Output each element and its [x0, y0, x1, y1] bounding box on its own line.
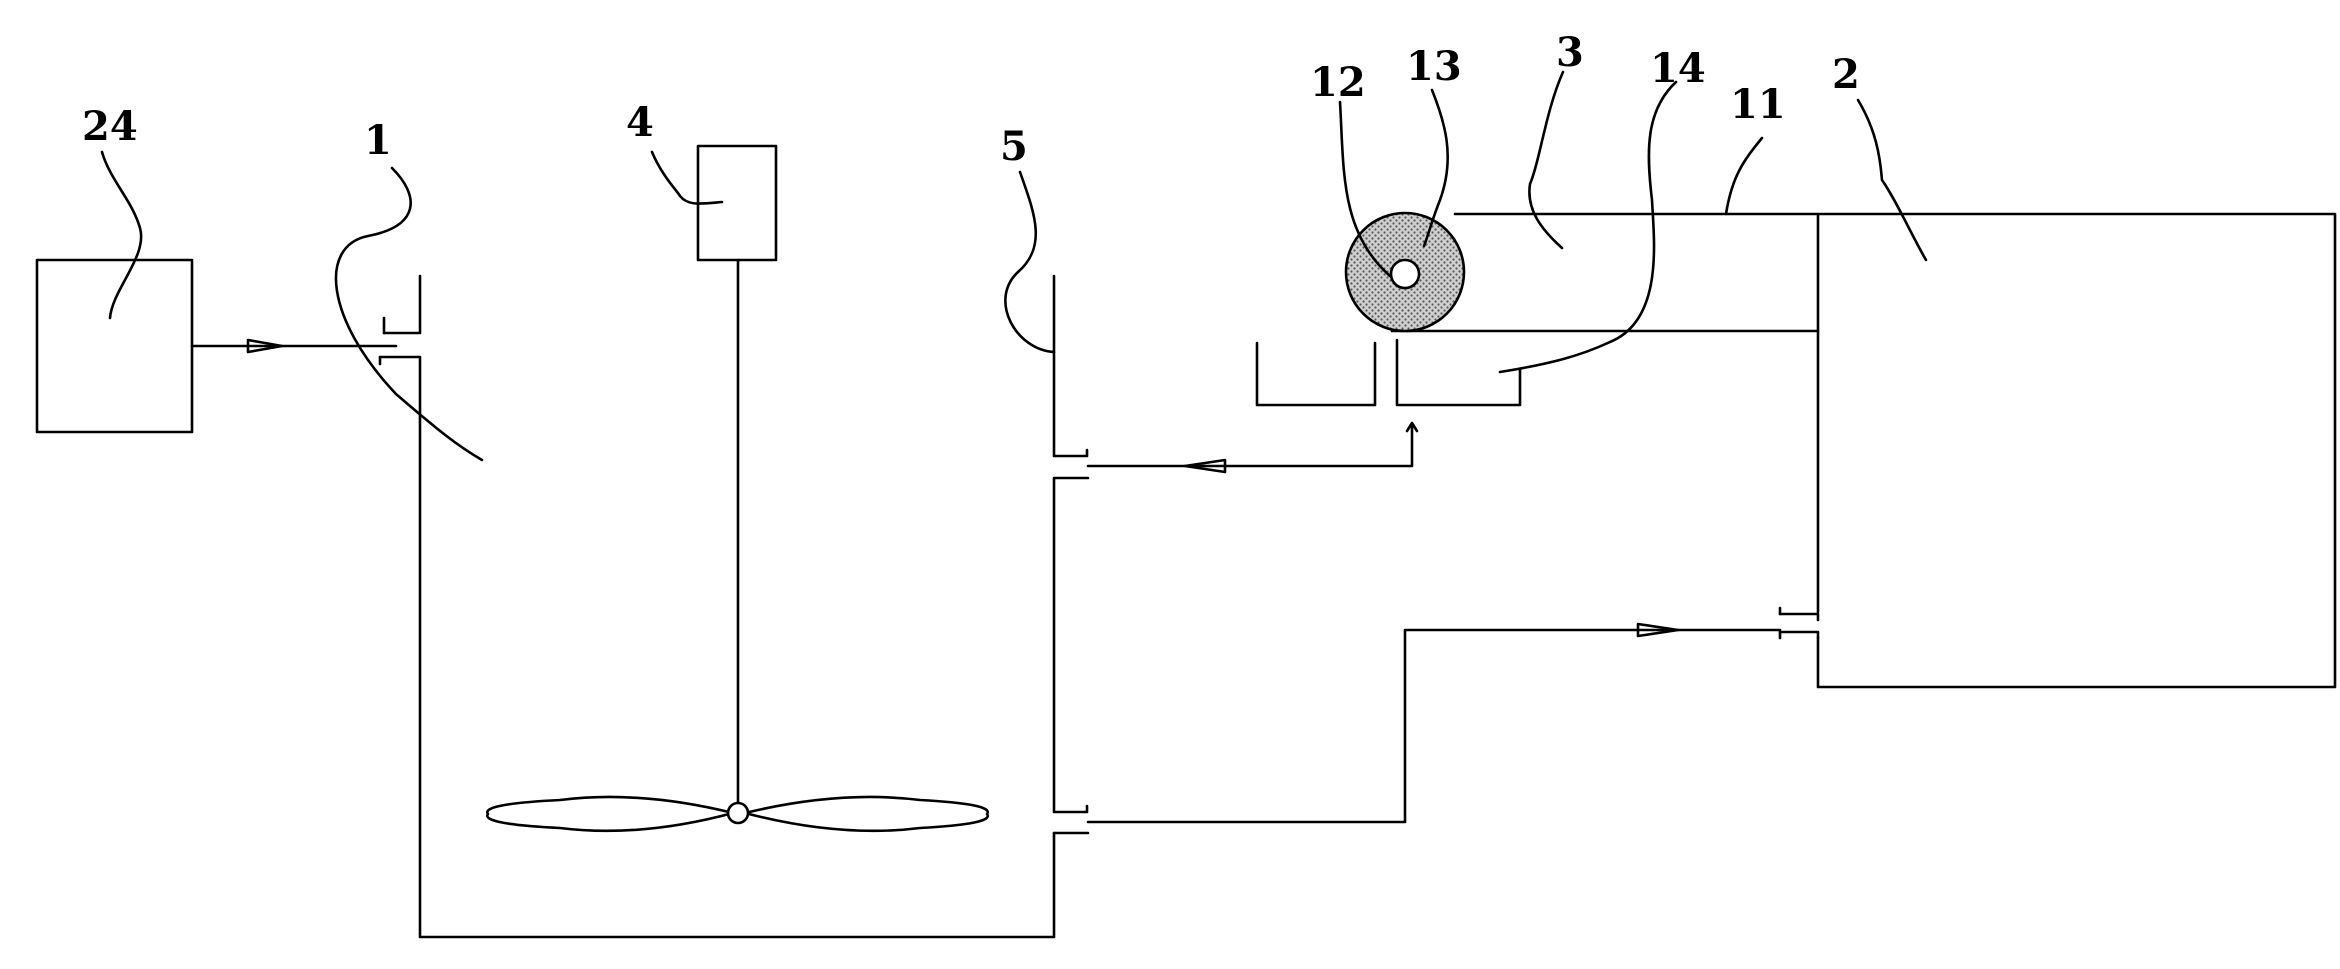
label-3: 3: [1556, 29, 1584, 76]
label-5: 5: [1000, 123, 1028, 170]
feed-flow-arrow: [1636, 622, 1680, 638]
batch-tank: [378, 274, 1056, 939]
outer-tank-wall: [1052, 274, 1090, 835]
roller-core: [1389, 258, 1421, 290]
feed-pipe: [1086, 628, 1782, 824]
tray-outlet-arrow: [1405, 421, 1419, 433]
receiving-tray-left: [1255, 341, 1377, 407]
leader-11: [1724, 136, 1764, 216]
leader-12: [1338, 100, 1392, 278]
leader-3: [1528, 70, 1565, 250]
leader-24: [100, 150, 143, 320]
label-1: 1: [364, 117, 392, 164]
leader-14: [1498, 80, 1678, 374]
return-flow-arrow: [1183, 458, 1227, 474]
receiving-tray-right: [1395, 338, 1522, 407]
label-14: 14: [1650, 45, 1706, 92]
label-2: 2: [1832, 51, 1860, 98]
label-24: 24: [82, 103, 138, 150]
tank-inlet-stub: [378, 316, 386, 366]
label-13: 13: [1406, 43, 1462, 90]
dryer-inlet-stub: [1778, 606, 1820, 640]
leader-13: [1422, 88, 1449, 248]
leader-5: [1004, 170, 1056, 354]
label-4: 4: [626, 99, 654, 146]
leader-4: [650, 150, 724, 205]
stirrer-blade-left: [485, 795, 735, 833]
leader-1: [334, 166, 484, 462]
stirrer-blade-right: [743, 795, 990, 833]
leader-2: [1856, 98, 1928, 262]
stirrer-hub: [726, 801, 750, 825]
dryer-housing: [1453, 212, 2337, 689]
supply-unit-box: [35, 258, 194, 434]
supply-flow-arrow: [246, 338, 284, 354]
label-11: 11: [1730, 81, 1786, 128]
return-pipe: [1086, 423, 1414, 468]
label-12: 12: [1310, 59, 1366, 106]
